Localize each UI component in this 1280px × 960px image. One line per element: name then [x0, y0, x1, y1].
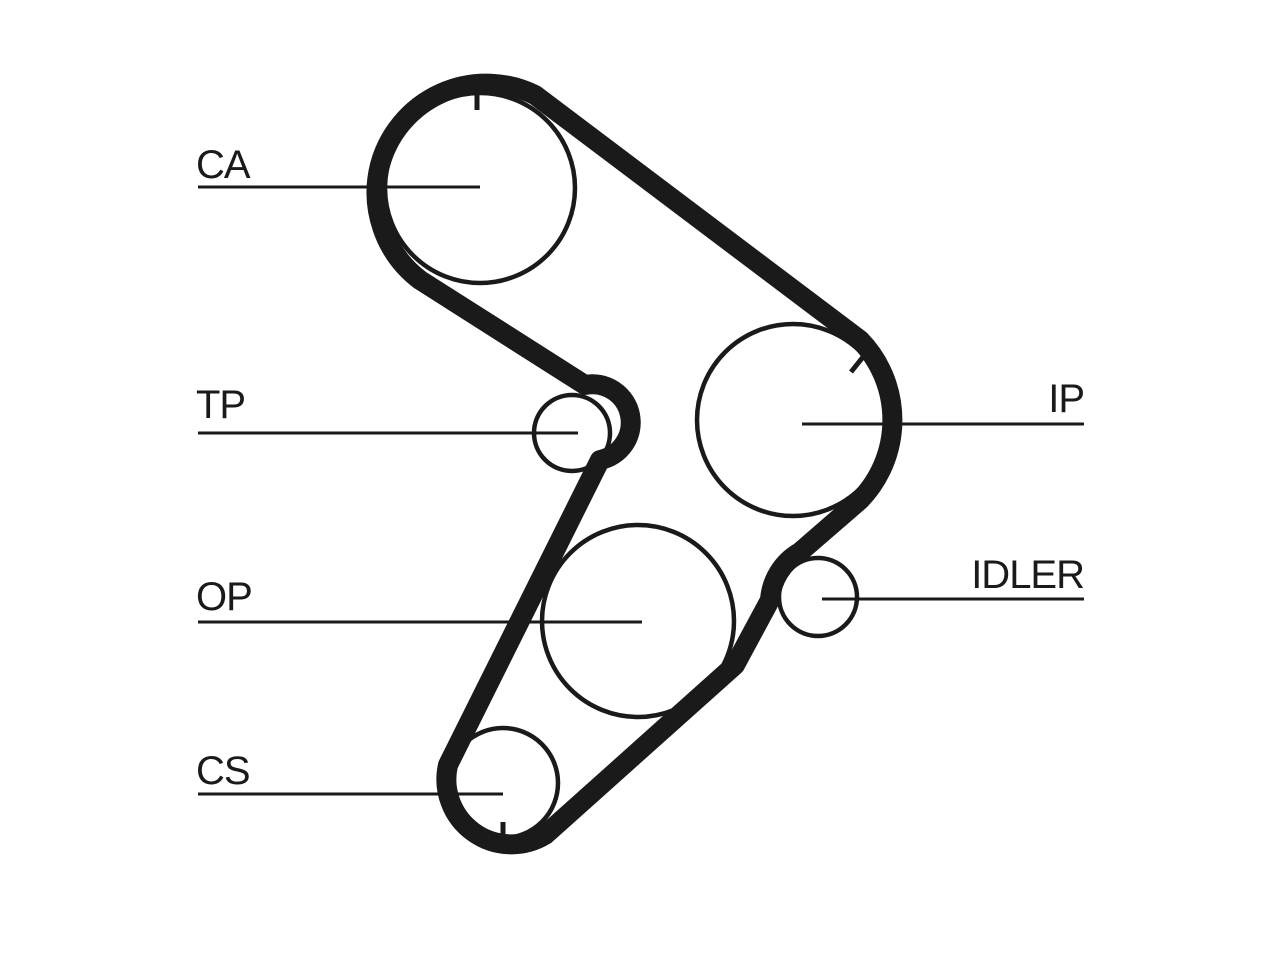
injection-pump-pulley	[694, 321, 892, 519]
idler-pulley	[776, 555, 860, 639]
label-op: OP	[196, 575, 252, 619]
crankshaft-pulley	[445, 725, 561, 841]
label-ca: CA	[196, 143, 251, 187]
label-idler: IDLER	[971, 553, 1084, 597]
injection-pump-timing-mark	[849, 355, 865, 374]
label-tp: TP	[196, 383, 245, 427]
label-ip: IP	[1048, 377, 1084, 421]
timing-belt	[366, 73, 903, 855]
label-cs: CS	[196, 749, 250, 793]
